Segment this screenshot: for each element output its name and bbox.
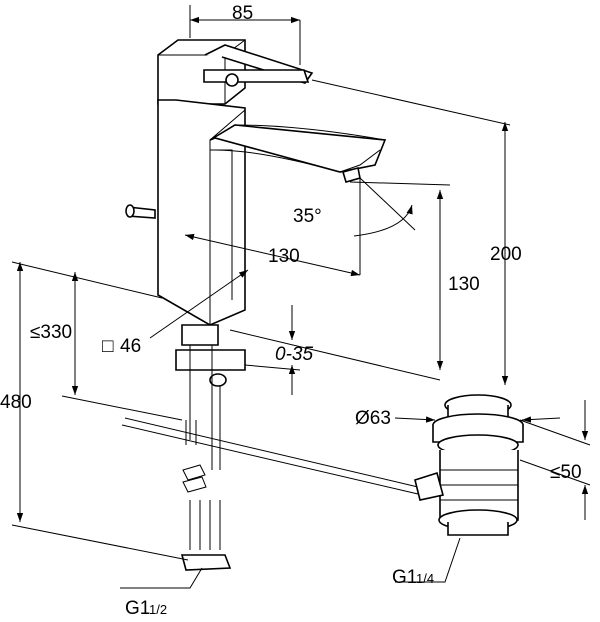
dim-adjust-range: 0-35 [275,344,313,365]
dim-spout-height: 130 [448,274,480,295]
faucet-body [125,39,387,326]
dim-counter-thickness: ≤330 [30,322,72,343]
supply-thread-main: G1 [125,598,150,619]
waste-thread-main: G1 [392,567,417,588]
waste-assembly [414,394,524,536]
dim-total-height: 200 [490,244,522,265]
dim-body-square-symbol: □ [102,336,114,357]
dim-body-square: 46 [120,336,141,357]
waste-thread-frac: 1/4 [416,571,434,586]
dim-waste-flange: ≤50 [550,462,582,483]
supply-assembly [121,324,419,571]
dimension-lines [11,5,591,589]
supply-thread-frac: 1/2 [149,602,167,617]
dim-overall-height: 480 [0,392,32,413]
dim-waste-diameter: Ø63 [355,408,391,429]
dim-handle-width: 85 [232,3,253,24]
dim-angle: 35° [293,206,322,227]
dim-spout-reach: 130 [268,246,300,267]
